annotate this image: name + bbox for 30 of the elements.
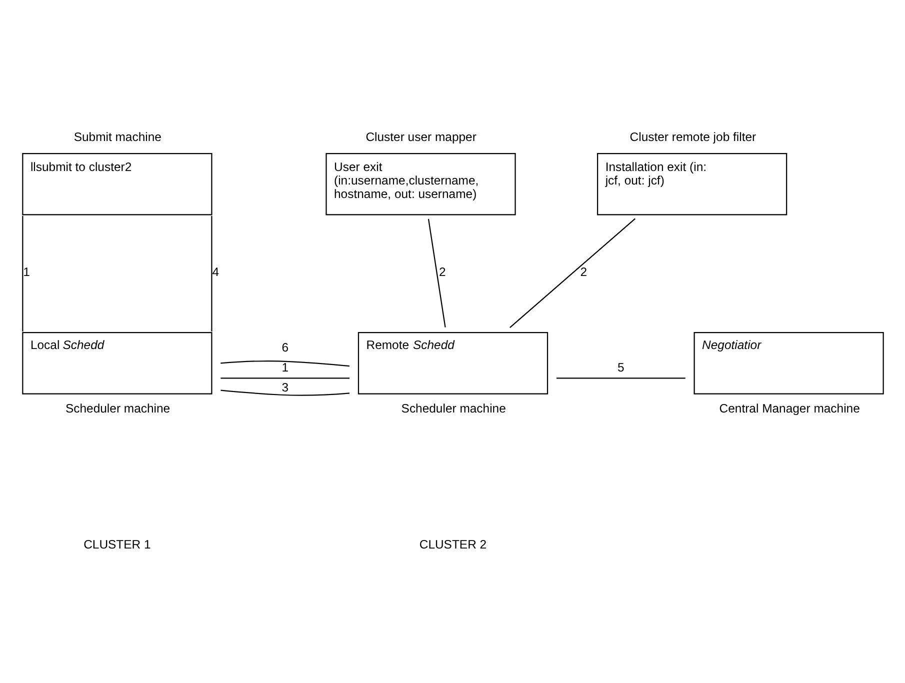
node-label: Submit machine (73, 130, 161, 144)
edge-label: 2 (438, 265, 446, 280)
edge-label: 3 (281, 380, 288, 394)
node-label: Cluster remote job filter (629, 130, 756, 144)
node-box: Local Schedd (22, 332, 212, 394)
node-label: Scheduler machine (400, 401, 506, 416)
connector (556, 378, 685, 379)
edge-label: 2 (580, 265, 587, 280)
node-box: Installation exit (in: jcf, out: jcf) (596, 153, 787, 216)
connector (509, 218, 635, 328)
node-box: Remote Schedd (357, 332, 548, 394)
connector (210, 216, 212, 332)
node-box: Negotiatior (693, 332, 884, 394)
label: CLUSTER 2 (418, 538, 486, 552)
node-label: Cluster user mapper (365, 130, 476, 144)
edge-label: 1 (22, 265, 30, 280)
edge-label: 6 (281, 340, 288, 354)
node-box: llsubmit to cluster2 (22, 153, 212, 216)
edge-label: 4 (212, 265, 219, 280)
connector (220, 390, 350, 396)
connector (427, 218, 446, 328)
connector (220, 360, 349, 367)
edge-label: 1 (281, 360, 288, 374)
node-box: User exit (in:username,clustername, hostname, out: username) (325, 153, 516, 216)
node-label: Central Manager machine (718, 401, 860, 416)
connector (22, 216, 23, 332)
label: CLUSTER 1 (83, 538, 150, 552)
edge-label: 5 (617, 360, 624, 374)
node-label: Scheduler machine (64, 401, 170, 416)
connector (220, 378, 350, 379)
